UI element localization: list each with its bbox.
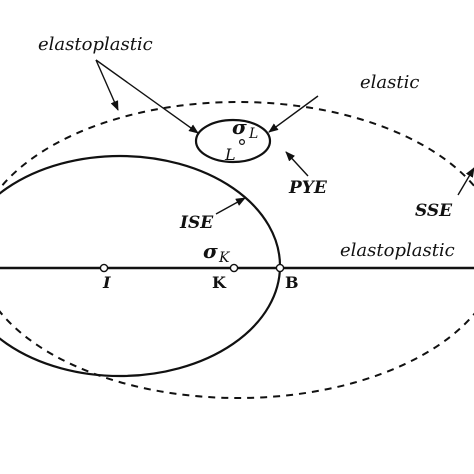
point-l-marker [239, 139, 246, 146]
point-k-label: K [212, 273, 227, 292]
sse-arrow [457, 167, 474, 196]
elastoplastic-top-label: elastoplastic [38, 34, 153, 55]
ise-arrow [215, 197, 246, 215]
point-k-marker [229, 263, 239, 273]
ise-ellipse [0, 154, 282, 378]
sigma-k-subscript: K [218, 250, 231, 266]
elastic-label: elastic [360, 72, 419, 93]
sigma-l-symbol: σ [232, 115, 247, 139]
point-b-label: B [285, 273, 299, 292]
pye-arrow [285, 151, 309, 177]
elastic-arrow [268, 95, 319, 133]
elastoplastic-arrow-to-pye [95, 59, 199, 134]
pye-ellipse [194, 118, 272, 164]
sse-label: SSE [415, 201, 453, 221]
sigma-l-subscript: L [248, 126, 258, 142]
sigma-k-symbol: σ [203, 239, 218, 263]
elastoplastic-axis-label: elastoplastic [340, 240, 455, 261]
point-i-label: I [102, 273, 111, 292]
point-i-marker [99, 263, 109, 273]
sse-dashed-ellipse [0, 101, 474, 399]
ise-label: ISE [179, 213, 214, 233]
pye-label: PYE [288, 178, 328, 198]
point-l-label: L [224, 145, 236, 164]
elastoplastic-arrow-to-sse [95, 59, 119, 111]
point-b-marker [275, 263, 285, 273]
